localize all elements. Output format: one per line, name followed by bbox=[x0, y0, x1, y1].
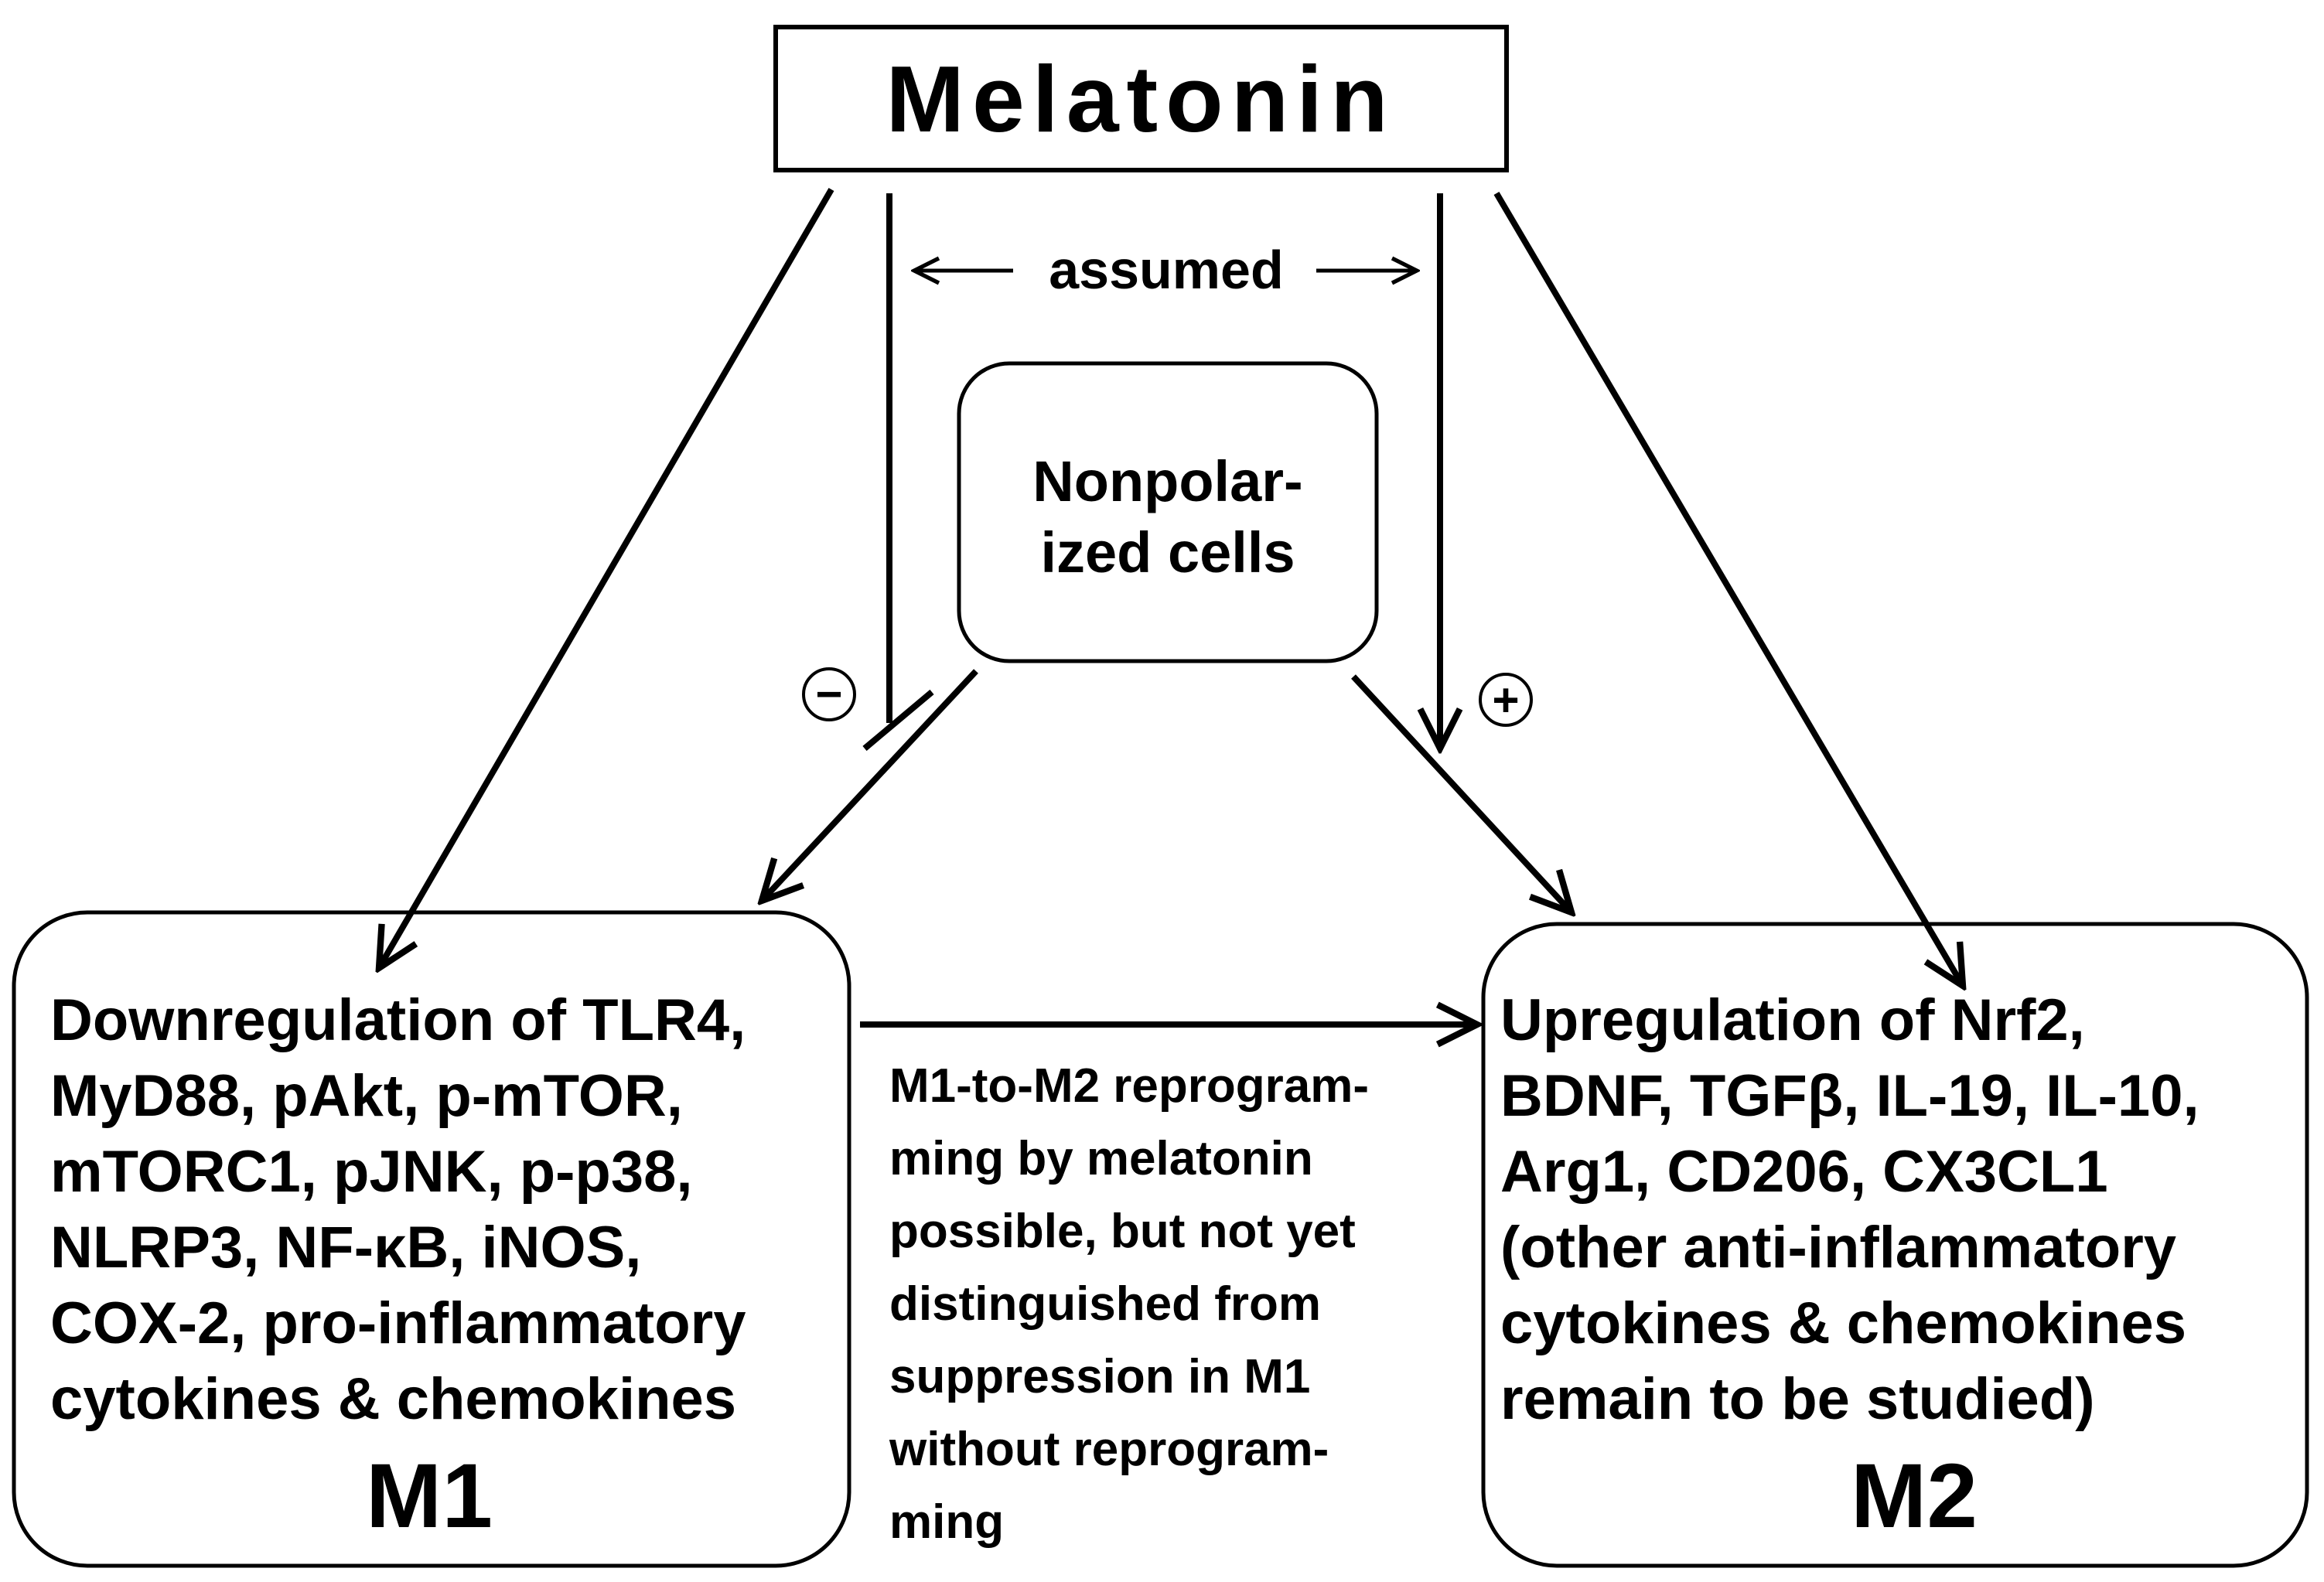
inhibition-bar bbox=[862, 689, 934, 752]
nonpolarized-line-2: ized cells bbox=[1040, 520, 1295, 585]
m2-title: M2 bbox=[1851, 1445, 1978, 1547]
minus-sign-circle bbox=[802, 667, 856, 721]
m2-box bbox=[1481, 922, 2309, 1568]
m2-line-1: Upregulation of Nrf2, bbox=[1500, 987, 2085, 1053]
m2-line-2: BDNF, TGFβ, IL-19, IL-10, bbox=[1500, 1063, 2199, 1129]
m1-line-1: Downregulation of TLR4, bbox=[50, 987, 746, 1053]
m1-line-2: MyD88, pAkt, p-mTOR, bbox=[50, 1063, 683, 1129]
arrow-melatonin-to-m2 bbox=[1493, 191, 1963, 986]
m1-title: M1 bbox=[366, 1445, 493, 1547]
m1-box bbox=[12, 910, 851, 1568]
plus-sign: + bbox=[1492, 674, 1519, 726]
arrow-melatonin-to-m1 bbox=[379, 187, 834, 968]
melatonin-box bbox=[773, 25, 1509, 172]
m1-line-4: NLRP3, NF-κB, iNOS, bbox=[50, 1215, 641, 1280]
middle-note-line-4: distinguished from bbox=[889, 1277, 1321, 1331]
m2-line-5: cytokines & chemokines bbox=[1500, 1290, 2186, 1356]
middle-note-line-7: ming bbox=[889, 1495, 1004, 1549]
arrow-nonpolarized-to-m2 bbox=[1351, 674, 1572, 912]
middle-note-line-5: suppression in M1 bbox=[889, 1350, 1310, 1403]
middle-note-line-2: ming by melatonin bbox=[889, 1132, 1313, 1185]
nonpolarized-line-1: Nonpolar- bbox=[1032, 449, 1302, 513]
m2-line-4: (other anti-inflammatory bbox=[1500, 1215, 2176, 1280]
melatonin-label: Melatonin bbox=[886, 46, 1395, 152]
nonpolarized-cells-box bbox=[957, 361, 1379, 663]
m1-line-3: mTORC1, pJNK, p-p38, bbox=[50, 1139, 693, 1205]
m2-line-3: Arg1, CD206, CX3CL1 bbox=[1500, 1139, 2108, 1205]
middle-note-line-3: possible, but not yet bbox=[889, 1205, 1356, 1258]
plus-sign-circle bbox=[1479, 673, 1533, 727]
middle-note-line-1: M1-to-M2 reprogram- bbox=[889, 1059, 1369, 1113]
m1-line-5: COX-2, pro-inflammatory bbox=[50, 1290, 746, 1356]
arrow-nonpolarized-to-m1 bbox=[762, 669, 978, 901]
m2-line-6: remain to be studied) bbox=[1500, 1366, 2095, 1432]
m1-line-6: cytokines & chemokines bbox=[50, 1366, 736, 1432]
minus-sign: − bbox=[815, 668, 842, 720]
assumed-label: assumed bbox=[1049, 240, 1283, 300]
middle-note-line-6: without reprogram- bbox=[889, 1423, 1329, 1476]
